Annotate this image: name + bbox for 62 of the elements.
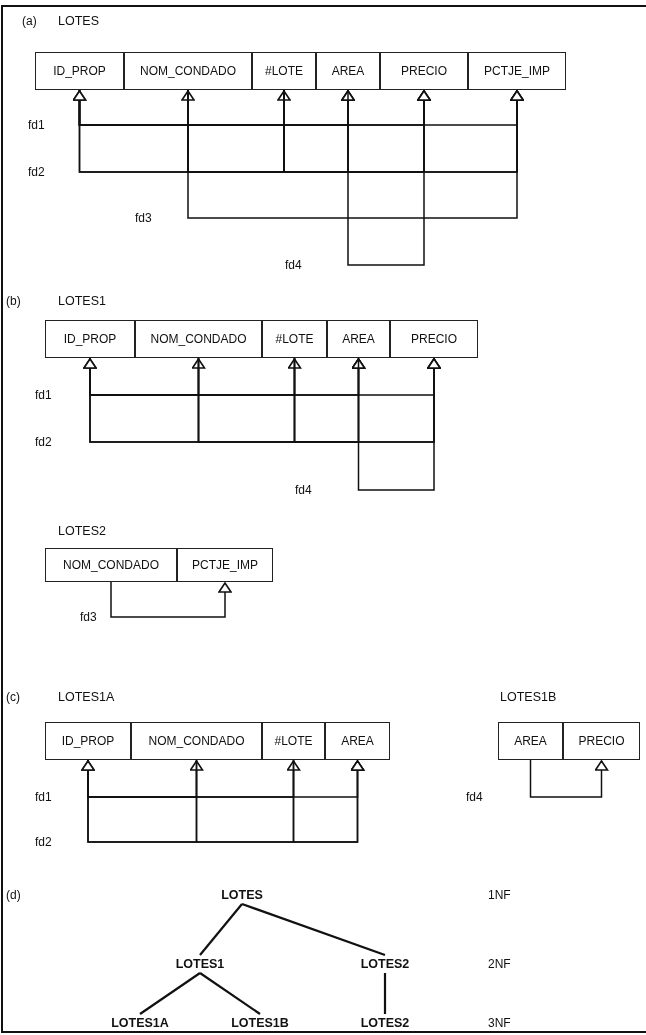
- attribute-cell: PRECIO: [390, 320, 478, 358]
- connector-line: [241, 902, 386, 957]
- dependency-arrow: [529, 759, 609, 798]
- panel-label: (a): [22, 14, 37, 28]
- relation-name: LOTES2: [360, 957, 410, 971]
- attribute-cell: ID_PROP: [45, 722, 131, 760]
- panel-label: (d): [6, 888, 21, 902]
- attribute-cell: #LOTE: [262, 722, 325, 760]
- edge-label: fd1: [28, 118, 45, 132]
- dependency-arrow: [292, 759, 365, 843]
- attribute-cell: NOM_CONDADO: [131, 722, 262, 760]
- edge-label: fd2: [35, 835, 52, 849]
- connector-line: [199, 903, 243, 956]
- panel-label: (c): [6, 690, 20, 704]
- dependency-arrow: [72, 89, 285, 173]
- edge-label: fd1: [35, 388, 52, 402]
- dependency-arrow: [81, 759, 295, 843]
- attribute-cell: #LOTE: [262, 320, 327, 358]
- attribute-cell: NOM_CONDADO: [135, 320, 262, 358]
- attribute-cell: PCTJE_IMP: [177, 548, 273, 582]
- edge-label: fd3: [135, 211, 152, 225]
- normal-form-label: 1NF: [488, 888, 511, 902]
- relation-name: LOTES1: [58, 294, 106, 308]
- relation-name: LOTES1B: [231, 1016, 289, 1030]
- attribute-cell: ID_PROP: [35, 52, 124, 90]
- edge-label: fd4: [295, 483, 312, 497]
- relation-name: LOTES2: [360, 1016, 410, 1030]
- dependency-arrow: [187, 89, 524, 219]
- relation-name: LOTES1A: [111, 1016, 169, 1030]
- normal-form-label: 3NF: [488, 1016, 511, 1030]
- dependency-arrow: [347, 89, 431, 266]
- attribute-cell: NOM_CONDADO: [45, 548, 177, 582]
- edge-label: fd2: [28, 165, 45, 179]
- attribute-cell: NOM_CONDADO: [124, 52, 252, 90]
- edge-label: fd3: [80, 610, 97, 624]
- attribute-cell: PRECIO: [380, 52, 468, 90]
- attribute-cell: AREA: [327, 320, 390, 358]
- relation-name: LOTES1A: [58, 690, 115, 704]
- relation-name: LOTES1B: [500, 690, 557, 704]
- connector-line: [139, 972, 201, 1015]
- dependency-arrow: [357, 357, 441, 491]
- attribute-cell: AREA: [316, 52, 380, 90]
- relation-name: LOTES: [58, 14, 99, 28]
- relation-name: LOTES2: [58, 524, 106, 538]
- attribute-cell: ID_PROP: [45, 320, 135, 358]
- relation-name: LOTES1: [175, 957, 225, 971]
- attribute-cell: AREA: [325, 722, 390, 760]
- edge-label: fd4: [466, 790, 483, 804]
- panel-label: (b): [6, 294, 21, 308]
- normal-form-label: 2NF: [488, 957, 511, 971]
- edge-label: fd2: [35, 435, 52, 449]
- attribute-cell: AREA: [498, 722, 563, 760]
- edge-label: fd4: [285, 258, 302, 272]
- dependency-arrow: [110, 581, 232, 618]
- attribute-cell: #LOTE: [252, 52, 316, 90]
- connector-line: [383, 973, 387, 1014]
- connector-line: [199, 972, 261, 1015]
- attribute-cell: PRECIO: [563, 722, 640, 760]
- relation-name: LOTES: [221, 888, 263, 902]
- attribute-cell: PCTJE_IMP: [468, 52, 566, 90]
- edge-label: fd1: [35, 790, 52, 804]
- dependency-arrow: [83, 357, 296, 443]
